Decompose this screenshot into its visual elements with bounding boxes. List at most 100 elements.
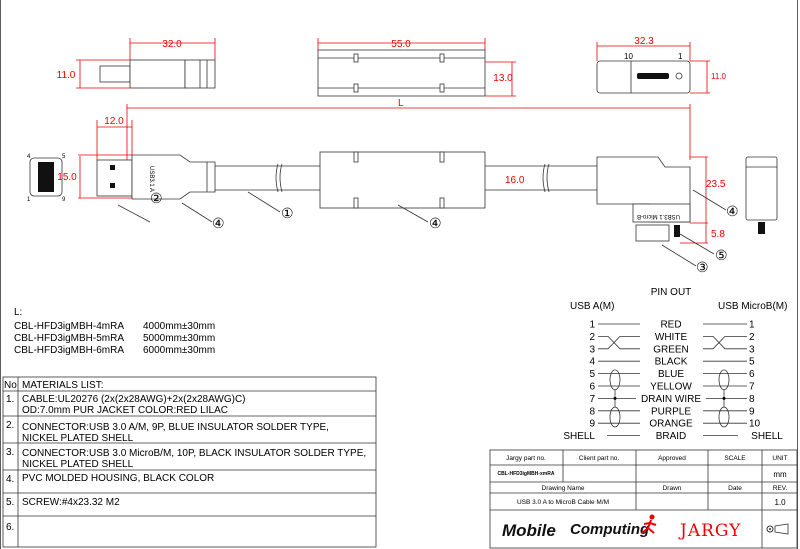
- jargy-part-value: CBL-HFD3igMBH-xmRA: [498, 471, 555, 477]
- cable-assembly-side-view: 4 5 1 9 USB3.1 A 16.0 USB3.1 Micro-B 12.…: [27, 116, 778, 244]
- materials-row: 6.: [6, 522, 14, 533]
- dim-a-plug-length: 12.0: [104, 116, 124, 127]
- dim-a-plug-height: 15.0: [57, 172, 77, 183]
- unit-label: UNIT: [772, 455, 787, 462]
- callout-1: ①: [281, 205, 294, 221]
- pinout-title: PIN OUT: [651, 287, 692, 298]
- length-part: CBL-HFD3igMBH-4mRA: [14, 321, 124, 332]
- wire-color: GREEN: [653, 344, 689, 355]
- length-value: 5000mm±30mm: [143, 333, 215, 344]
- length-part: CBL-HFD3igMBH-5mRA: [14, 333, 124, 344]
- row-line2: NICKEL PLATED SHELL: [22, 433, 134, 444]
- pin-left: 7: [589, 394, 595, 405]
- row-line1: PVC MOLDED HOUSING, BLACK COLOR: [22, 473, 214, 484]
- microb-mark: USB3.1 Micro-B: [637, 213, 680, 219]
- wire-color: BLACK: [655, 357, 688, 368]
- a-pin-1: 1: [27, 197, 31, 203]
- usb-a-top-view: 32.0 11.0: [57, 38, 216, 89]
- materials-row: 4. PVC MOLDED HOUSING, BLACK COLOR: [6, 473, 214, 485]
- row-no: 3.: [6, 447, 14, 458]
- callout-3: ③: [696, 259, 709, 275]
- shield-pair-ellipse: [609, 369, 621, 391]
- approved-label: Approved: [658, 455, 686, 462]
- shield-pair-ellipse: [609, 406, 621, 428]
- materials-no-header: No: [4, 380, 17, 391]
- pin-left: 4: [589, 357, 595, 368]
- row-no: 4.: [6, 474, 14, 485]
- drain-junction: [722, 396, 726, 400]
- row-no: 1.: [6, 394, 14, 405]
- pin-right: 8: [749, 394, 755, 405]
- pin-right: 1: [749, 320, 755, 331]
- client-part-label: Client part no.: [579, 455, 620, 462]
- callout-2: ②: [150, 190, 163, 206]
- pin-right: SHELL: [751, 431, 783, 442]
- callout-4a: ④: [212, 215, 225, 231]
- projection-symbol-icon: [766, 523, 789, 535]
- pinout-row: 1 RED 1: [589, 320, 755, 331]
- pin-right: 9: [749, 406, 755, 417]
- drain-junction: [613, 396, 617, 400]
- row-line1: CABLE:UL20276 (2x(2x28AWG)+2x(2x28AWG)C): [22, 394, 246, 405]
- callouts: ② ④ ① ④ ④ ⑤ ③: [117, 189, 739, 275]
- a-pin-4: 4: [27, 154, 31, 160]
- dim-a-top-width: 32.0: [162, 39, 182, 50]
- materials-title: MATERIALS LIST:: [22, 380, 104, 391]
- pin-left: 8: [589, 406, 595, 417]
- row-line2: NICKEL PLATED SHELL: [22, 459, 134, 470]
- shield-pair-ellipse: [718, 406, 730, 428]
- company-logos: Mobile Computing JARGY: [502, 514, 789, 541]
- row-line1: CONNECTOR:USB 3.0 A/M, 9P, BLUE INSULATO…: [22, 422, 329, 433]
- row-no: 5.: [6, 497, 14, 508]
- pin-left: 1: [589, 320, 595, 331]
- materials-row: 3. CONNECTOR:USB 3.0 MicroB/M, 10P, BLAC…: [6, 447, 366, 470]
- wire-color: ORANGE: [649, 419, 693, 430]
- jargy-part-label: Jargy part no.: [506, 455, 546, 462]
- callout-5: ⑤: [715, 247, 728, 263]
- length-value: 4000mm±30mm: [143, 321, 215, 332]
- running-man-icon: [641, 514, 657, 534]
- materials-row: 2. CONNECTOR:USB 3.0 A/M, 9P, BLUE INSUL…: [6, 420, 329, 444]
- shield-pair-ellipse: [718, 369, 730, 391]
- logo-mobile: Mobile: [502, 521, 556, 540]
- pin-left: 3: [589, 344, 595, 355]
- wire-color: RED: [660, 320, 681, 331]
- row-line1: CONNECTOR:USB 3.0 MicroB/M, 10P, BLACK I…: [22, 448, 366, 459]
- twisted-pair-crossover: [703, 336, 747, 350]
- wire-color: BRAID: [656, 431, 687, 442]
- materials-table: No MATERIALS LIST: 1. CABLE:UL20276 (2x(…: [2, 376, 377, 548]
- pin-right: 10: [749, 419, 761, 430]
- materials-row: 5. SCREW:#4x23.32 M2: [6, 497, 120, 508]
- length-part: CBL-HFD3igMBH-6mRA: [14, 345, 124, 356]
- microb-top-view: 10 1 32.3 11.0: [596, 36, 727, 94]
- row-no: 6.: [6, 522, 14, 533]
- pin-left: 5: [589, 369, 595, 380]
- pin-left: 9: [589, 419, 595, 430]
- a-pin-9: 9: [62, 197, 66, 203]
- dim-housing-height: 13.0: [493, 73, 513, 84]
- unit-value: mm: [773, 470, 787, 479]
- length-value: 6000mm±30mm: [143, 345, 215, 356]
- rev-value: 1.0: [774, 498, 786, 507]
- dim-micro-plug-height: 5.8: [711, 229, 725, 240]
- pinout-right-header: USB MicroB(M): [718, 301, 787, 312]
- pin-right: 2: [749, 332, 755, 343]
- length-list: L: CBL-HFD3igMBH-4mRA 4000mm±30mm CBL-HF…: [14, 307, 215, 356]
- wire-color: WHITE: [655, 332, 688, 343]
- date-label: Date: [728, 485, 742, 492]
- dim-a-top-height: 11.0: [57, 70, 76, 81]
- rev-label: REV.: [773, 485, 788, 492]
- micro-pin-10: 10: [624, 52, 633, 61]
- wire-color: YELLOW: [650, 382, 692, 393]
- dim-length: L: [398, 98, 404, 109]
- title-block: Jargy part no. Client part no. Approved …: [489, 449, 798, 549]
